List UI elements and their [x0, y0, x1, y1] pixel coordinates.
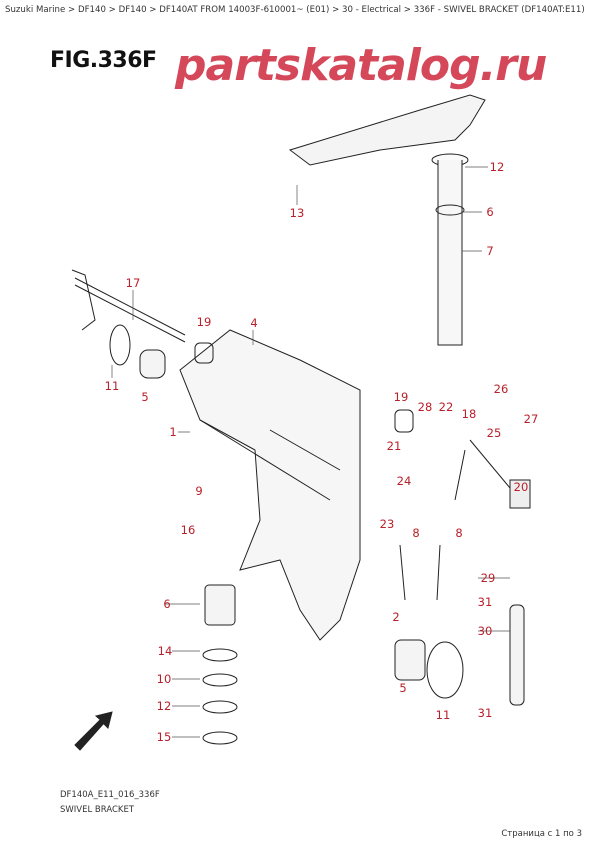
callout-label[interactable]: 5: [141, 390, 149, 404]
callout-label[interactable]: 19: [393, 390, 409, 404]
callout-label[interactable]: 13: [289, 206, 305, 220]
callout-label[interactable]: 4: [250, 316, 258, 330]
callout-label[interactable]: 12: [156, 699, 172, 713]
callout-label[interactable]: 30: [477, 624, 493, 638]
callout-label[interactable]: 6: [486, 205, 494, 219]
callout-label[interactable]: 26: [493, 382, 509, 396]
watermark: partskatalog.ru: [175, 40, 547, 91]
callout-label[interactable]: 14: [157, 644, 173, 658]
callout-label[interactable]: 2: [392, 610, 400, 624]
breadcrumb[interactable]: Suzuki Marine > DF140 > DF140 > DF140AT …: [5, 5, 585, 15]
fwd-arrow-icon: [74, 711, 113, 751]
callout-label[interactable]: 6: [163, 597, 171, 611]
callout-label[interactable]: 20: [513, 480, 529, 494]
drawing-code: DF140A_E11_016_336F: [60, 790, 160, 800]
leader-lines: [111, 166, 510, 738]
callout-label[interactable]: 27: [523, 412, 539, 426]
callout-label[interactable]: 15: [156, 730, 172, 744]
callout-label[interactable]: 12: [489, 160, 505, 174]
callout-label[interactable]: 24: [396, 474, 412, 488]
callout-label[interactable]: 25: [486, 426, 502, 440]
callout-label[interactable]: 21: [386, 439, 402, 453]
callout-label[interactable]: 8: [412, 526, 420, 540]
callout-label[interactable]: 7: [486, 244, 494, 258]
callout-label[interactable]: 11: [104, 379, 120, 393]
callout-label[interactable]: 10: [156, 672, 172, 686]
callout-label[interactable]: 8: [455, 526, 463, 540]
callout-label[interactable]: 28: [417, 400, 433, 414]
callout-label[interactable]: 23: [379, 517, 395, 531]
callout-label[interactable]: 5: [399, 681, 407, 695]
callout-label[interactable]: 31: [477, 595, 493, 609]
callout-label[interactable]: 18: [461, 407, 477, 421]
tilt-pin: [71, 269, 186, 343]
small-parts: [109, 324, 531, 745]
callout-label[interactable]: 9: [195, 484, 203, 498]
figure-title: FIG.336F: [50, 48, 157, 73]
callout-label[interactable]: 16: [180, 523, 196, 537]
drawing-name: SWIVEL BRACKET: [60, 805, 135, 815]
callout-label[interactable]: 11: [435, 708, 451, 722]
steering-arm: [288, 94, 486, 346]
callout-label[interactable]: 1: [169, 425, 177, 439]
callout-label[interactable]: 22: [438, 400, 454, 414]
callout-label[interactable]: 31: [477, 706, 493, 720]
callout-label[interactable]: 19: [196, 315, 212, 329]
callout-label[interactable]: 29: [480, 571, 496, 585]
pagination: Страница с 1 по 3: [501, 829, 582, 839]
callout-label[interactable]: 17: [125, 276, 141, 290]
swivel-bracket: [179, 329, 361, 641]
